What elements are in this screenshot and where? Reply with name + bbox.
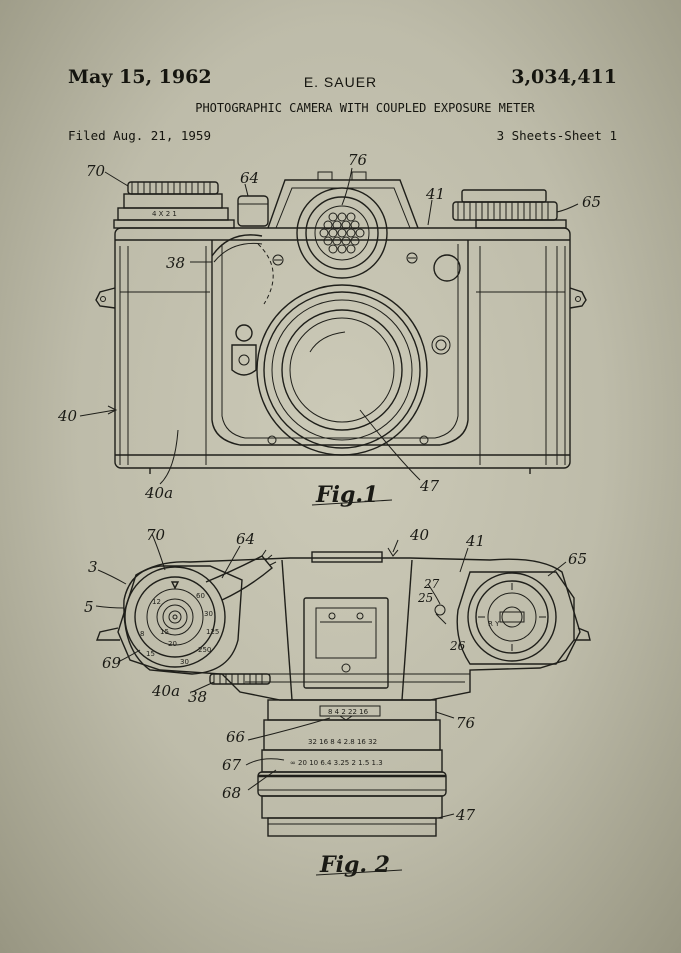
figure-2-top-view: 60 30 125 250 30 15 8 12 20 15 R Y [84, 526, 591, 878]
svg-text:12: 12 [152, 598, 161, 606]
rewind-markings: R Y [488, 620, 500, 628]
ref-47-fig2: 47 [455, 806, 476, 824]
meter-scale: 8 4 2 22 16 [328, 708, 369, 716]
ref-40-fig2: 40 [409, 526, 430, 544]
ref-40a-fig2: 40a [151, 682, 180, 700]
ref-41-fig2: 41 [465, 532, 485, 550]
ref-76-fig1: 76 [348, 151, 368, 169]
ref-40-fig1: 40 [57, 407, 78, 425]
lens-scale-mid: 32 16 8 4 2.8 16 32 [308, 738, 377, 746]
sheet-count: 3 Sheets-Sheet 1 [496, 128, 617, 143]
svg-text:125: 125 [206, 628, 219, 636]
svg-text:15: 15 [146, 650, 155, 658]
ref-41-fig1: 41 [425, 185, 445, 203]
svg-text:30: 30 [180, 658, 189, 666]
ref-64-fig2: 64 [236, 530, 255, 548]
lens-scale-low: ∞ 20 10 6.4 3.25 2 1.5 1.3 [290, 759, 383, 767]
inventor-name: E. SAUER [303, 74, 378, 90]
filed-date: Filed Aug. 21, 1959 [68, 128, 211, 143]
ref-69-fig2: 69 [102, 654, 122, 672]
patent-title: PHOTOGRAPHIC CAMERA WITH COUPLED EXPOSUR… [195, 101, 535, 115]
honeycomb-meter-cell [319, 212, 365, 254]
ref-67-fig2: 67 [222, 756, 242, 774]
svg-text:20: 20 [168, 640, 177, 648]
knob-markings: 4 X 2 1 [152, 210, 177, 218]
ref-70-fig2: 70 [146, 526, 166, 544]
svg-text:8: 8 [140, 630, 144, 638]
ref-64-fig1: 64 [240, 169, 259, 187]
ref-65-fig2: 65 [568, 550, 587, 568]
ref-40a-fig1: 40a [144, 484, 173, 502]
ref-27-fig2: 27 [423, 577, 440, 591]
svg-text:30: 30 [204, 610, 213, 618]
ref-47-fig1: 47 [419, 477, 440, 495]
ref-66-fig2: 66 [226, 728, 246, 746]
patent-date: May 15, 1962 [68, 66, 212, 88]
ref-3-fig2: 3 [88, 558, 98, 576]
ref-70-fig1: 70 [86, 162, 106, 180]
ref-5-fig2: 5 [84, 598, 94, 616]
ref-76-fig2: 76 [456, 714, 476, 732]
ref-38-fig2: 38 [188, 688, 207, 706]
svg-text:60: 60 [196, 592, 205, 600]
ref-25-fig2: 25 [417, 591, 433, 605]
ref-38-fig1: 38 [166, 254, 185, 272]
ref-26-fig2: 26 [449, 639, 466, 653]
patent-number: 3,034,411 [511, 66, 617, 88]
svg-text:250: 250 [198, 646, 211, 654]
ref-68-fig2: 68 [222, 784, 241, 802]
ref-65-fig1: 65 [582, 193, 601, 211]
svg-text:15: 15 [160, 628, 169, 636]
figure-1-front-view: 4 X 2 1 [57, 151, 601, 508]
